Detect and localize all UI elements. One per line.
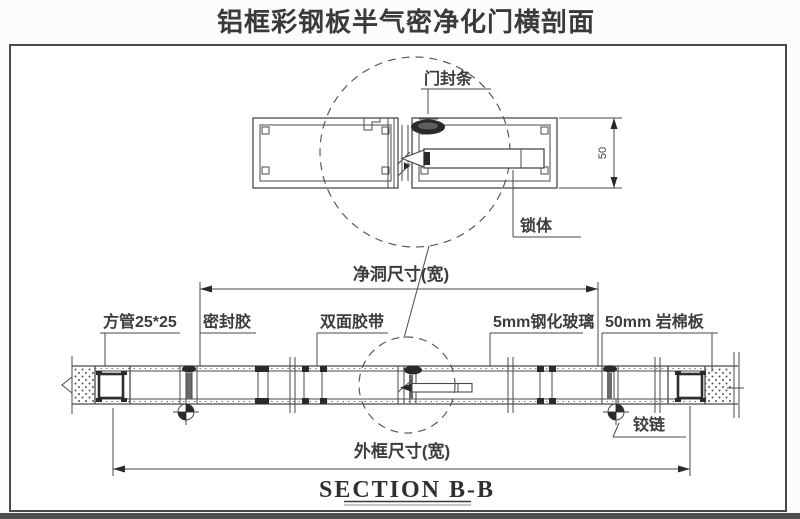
sealant-label: 密封胶 — [202, 312, 251, 331]
height-dim-value: 50 — [597, 147, 609, 159]
sealant-callout: 密封胶 — [200, 312, 256, 334]
sheet-bottom-edge — [0, 513, 800, 519]
section-title: SECTION B-B — [319, 477, 495, 506]
net-opening-dim-label: 净洞尺寸(宽) — [353, 264, 449, 284]
tempered-glass-label: 5mm钢化玻璃 — [493, 312, 594, 331]
sealant-joint-right — [601, 365, 619, 404]
door-seal-callout: 门封条 — [421, 69, 491, 114]
part-label-row: 方管25*25 密封胶 双面胶带 5mm钢化玻璃 50mm 岩棉板 — [100, 312, 718, 372]
section-title-text: SECTION B-B — [319, 477, 495, 503]
main-detail-circle — [358, 336, 456, 434]
panel-stile-1 — [255, 366, 269, 404]
door-seal-icon — [411, 118, 445, 135]
detail-left-profile — [252, 117, 399, 189]
break-mark-3 — [654, 357, 661, 413]
double-sided-tape-label: 双面胶带 — [320, 312, 384, 331]
break-mark-1 — [289, 357, 296, 413]
detail-view: 50 门封条 锁体 — [252, 56, 622, 339]
hinge-label: 铰链 — [633, 415, 666, 434]
sealant-joint-left — [179, 365, 198, 404]
break-mark-2 — [507, 357, 514, 413]
net-opening-dimension: 净洞尺寸(宽) — [199, 264, 599, 366]
rock-wool-callout: 50mm 岩棉板 — [601, 312, 718, 372]
left-frame-square-tube — [94, 366, 131, 404]
main-section — [61, 336, 744, 434]
hinge-callout: 铰链 — [612, 415, 686, 438]
center-joint — [397, 365, 473, 404]
outer-frame-dimension: 外框尺寸(宽) — [112, 406, 691, 476]
lock-body-label: 锁体 — [520, 216, 553, 235]
hinge-icon-left — [173, 399, 199, 425]
square-tube-label: 方管25*25 — [103, 312, 177, 331]
detail-connector-line — [403, 245, 430, 339]
door-seal-label: 门封条 — [424, 69, 473, 88]
square-tube-callout: 方管25*25 — [100, 312, 180, 366]
rock-wool-label: 50mm 岩棉板 — [605, 312, 705, 331]
panel-stile-2 — [537, 366, 556, 404]
left-infill — [61, 356, 95, 414]
tape-element — [302, 366, 327, 404]
hinge-icon-right — [603, 399, 629, 425]
lock-bolt — [400, 148, 545, 169]
tempered-glass-callout: 5mm钢化玻璃 — [489, 312, 594, 366]
double-sided-tape-callout: 双面胶带 — [316, 312, 388, 366]
right-infill — [705, 352, 744, 418]
page-title: 铝框彩钢板半气密净化门横剖面 — [217, 7, 595, 37]
detail-height-dimension: 50 — [559, 117, 622, 189]
lock-body-callout: 锁体 — [512, 170, 581, 238]
outer-frame-dim-label: 外框尺寸(宽) — [354, 441, 450, 461]
